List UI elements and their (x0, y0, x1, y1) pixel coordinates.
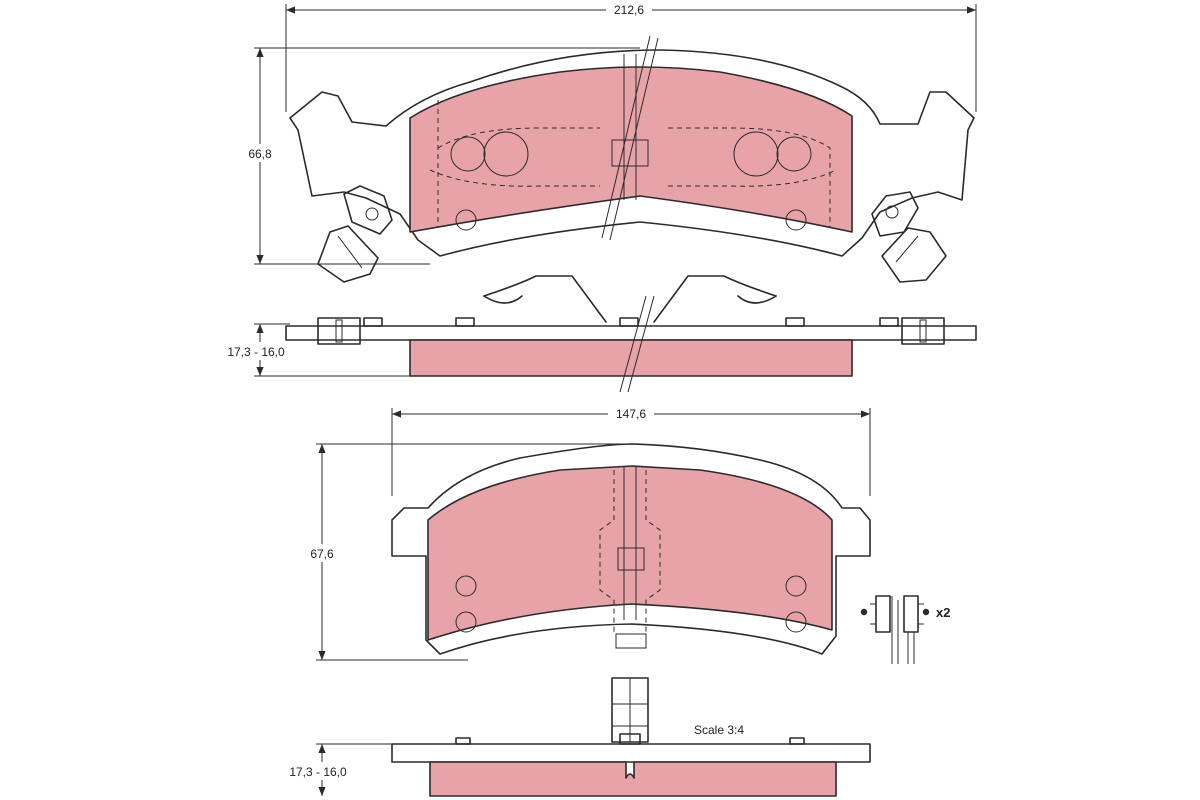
dimension-height-inner-label: 67,6 (310, 547, 334, 561)
outer-pad-holes (450, 131, 812, 231)
outer-pad-side-backing-plate (285, 325, 977, 341)
clip-quantity-label: x2 (936, 605, 950, 620)
outer-pad-side-view (285, 275, 977, 393)
dimension-thickness-outer: 17,3 - 16,0 (218, 323, 412, 377)
dimension-width-inner: 147,6 (391, 406, 871, 496)
inner-pad-friction-material (427, 465, 833, 641)
dimension-height-outer: 66,8 (238, 47, 640, 265)
dimension-thickness-outer-label: 17,3 - 16,0 (227, 345, 285, 359)
inner-pad-side-backing-plate (391, 743, 871, 763)
dimension-width-outer-label: 212,6 (614, 3, 644, 17)
inner-pad-backing-plate (391, 443, 871, 655)
inner-pad-side-view (391, 677, 871, 797)
scale-label: Scale 3:4 (694, 723, 744, 737)
dimension-width-outer: 212,6 (285, 2, 977, 112)
inner-pad-side-friction-material (429, 761, 837, 797)
outer-pad-backing-plate (289, 49, 975, 257)
dimension-thickness-inner: 17,3 - 16,0 (276, 743, 396, 796)
clip-accessory: x2 (860, 595, 950, 664)
dimension-width-inner-label: 147,6 (616, 407, 646, 421)
dimension-height-outer-label: 66,8 (248, 147, 272, 161)
inner-pad-front-view (391, 443, 871, 655)
inner-pad-holes (455, 575, 807, 633)
outer-pad-side-friction-material (409, 339, 853, 377)
dimension-thickness-inner-label: 17,3 - 16,0 (289, 765, 347, 779)
outer-pad-front-view (289, 35, 975, 283)
dimension-height-inner: 67,6 (300, 443, 632, 661)
